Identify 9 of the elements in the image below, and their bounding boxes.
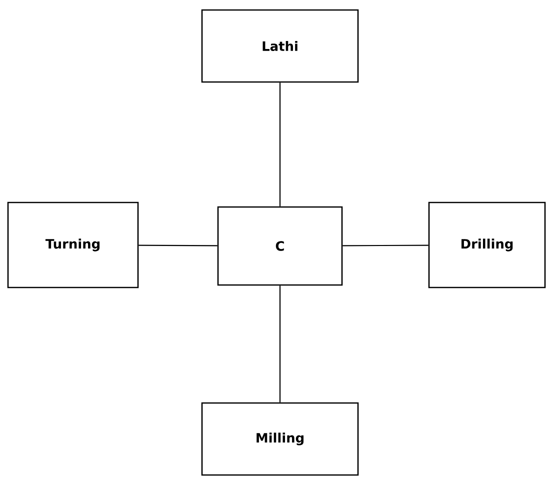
process-box: Drilling [428,202,546,288]
process-box: C [217,206,343,286]
process-box: Turning [7,202,139,288]
connector-line [279,286,281,402]
process-box: Milling [201,402,359,476]
process-box: Lathi [201,9,359,83]
connector-line [138,244,218,246]
connector-line [342,244,428,246]
connector-line [279,82,281,206]
